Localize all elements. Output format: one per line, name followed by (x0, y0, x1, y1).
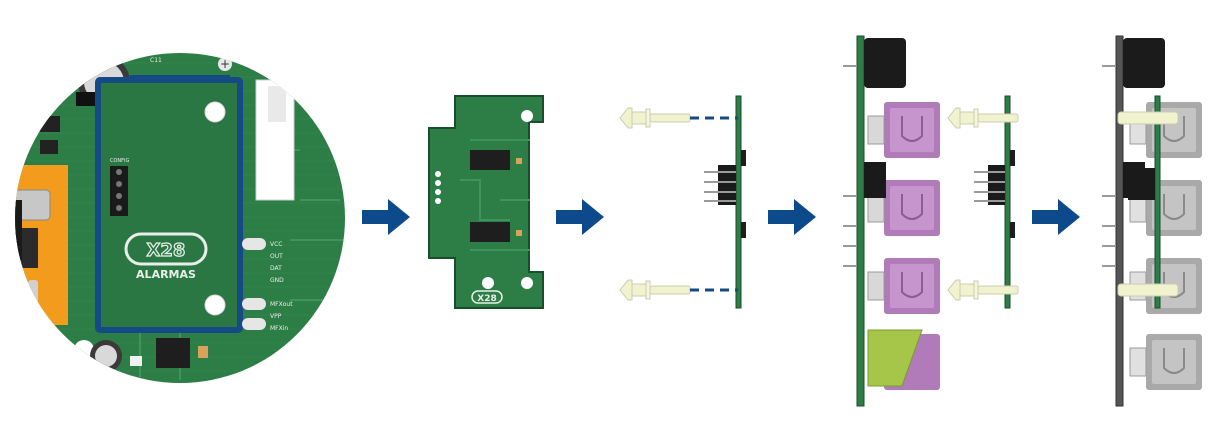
pin-out: OUT (270, 253, 283, 260)
pin-dat: DAT (270, 265, 282, 272)
module-chip-1 (470, 150, 510, 170)
config-header (110, 166, 128, 216)
green-jack (867, 329, 923, 387)
jack-3 (867, 257, 941, 315)
pin-vpp: VPP (270, 313, 282, 320)
logo-text: X28 (147, 240, 186, 261)
brand-text: ALARMAS (136, 268, 196, 281)
svg-text:+: + (220, 57, 230, 71)
main-board-closeup: CONFIG C11 X28 ALARMAS VCC OUT DAT GND M… (15, 53, 345, 383)
module-chip-2 (470, 222, 510, 242)
buzzer (864, 38, 906, 88)
pin-gnd: GND (270, 277, 284, 284)
arrow-right-icon (556, 199, 604, 235)
spacer-bottom (619, 279, 691, 301)
arrow-right-icon (1032, 199, 1080, 235)
arrow-right-icon (768, 199, 816, 235)
logo-outline (124, 232, 208, 266)
pin-mfxin: MFXin (270, 325, 288, 332)
jack-1 (867, 101, 941, 159)
gray-jack-4 (1129, 333, 1203, 391)
final-assembly (1102, 35, 1203, 407)
chip (156, 338, 190, 368)
arrow-right-icon (362, 199, 410, 235)
gray-jack-1 (1129, 101, 1203, 159)
module-side-with-spacers (619, 95, 746, 309)
module-outline (95, 77, 243, 333)
pin-pads: VCC OUT DAT GND MFXout VPP MFXin (242, 238, 293, 332)
pin-vcc: VCC (270, 241, 282, 248)
config-label: CONFIG (110, 158, 130, 164)
cap-label: C11 (150, 57, 162, 64)
board-side-with-jacks (843, 35, 1019, 407)
module-logo: X28 (477, 294, 496, 304)
spacer-top (619, 107, 691, 129)
module-front: X28 (428, 95, 544, 309)
pin-mfxout: MFXout (270, 301, 293, 308)
